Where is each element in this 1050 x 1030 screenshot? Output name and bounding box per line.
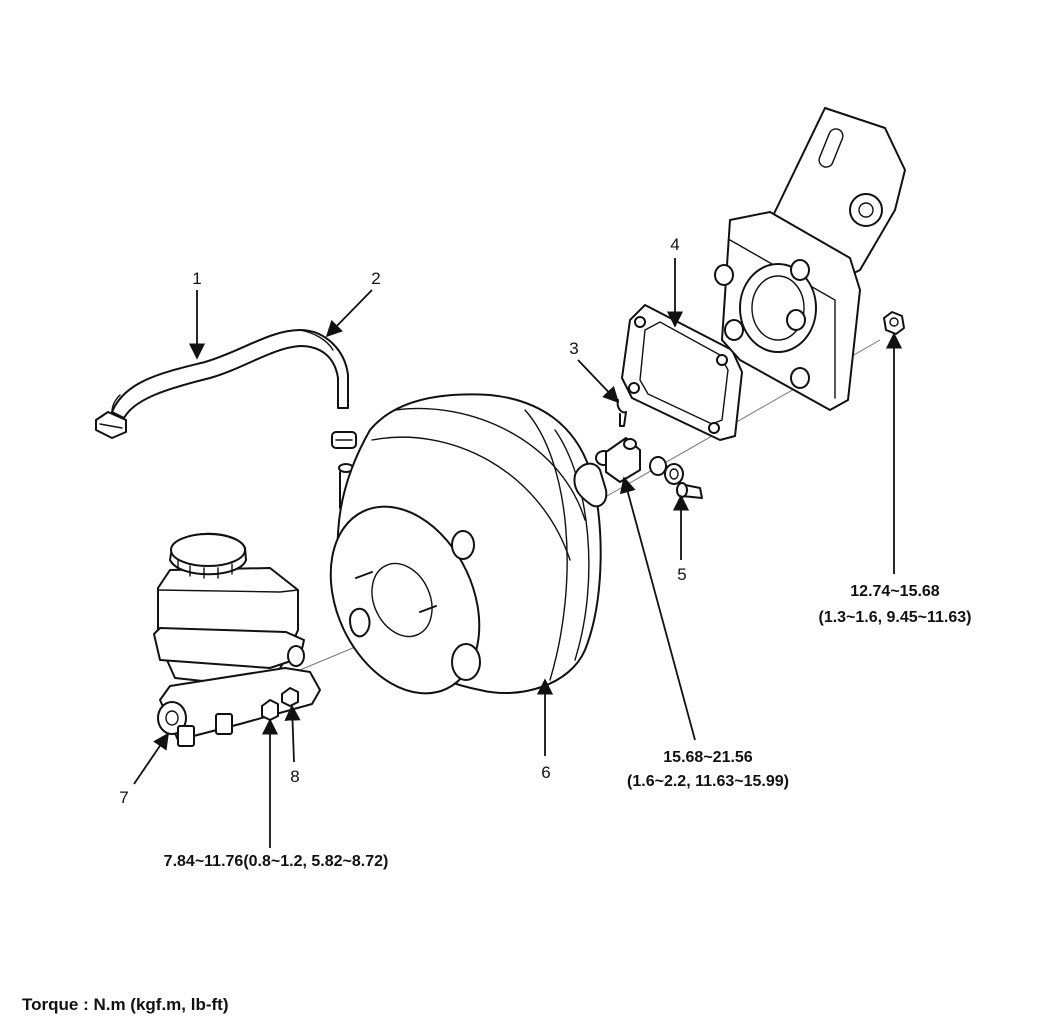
push-rod-clevis	[605, 437, 641, 483]
torque-clevis-alt: (1.6~2.2, 11.63~15.99)	[627, 773, 789, 790]
leader-lines	[133, 258, 903, 848]
bracket-nut	[883, 311, 905, 335]
callout-6: 6	[541, 763, 550, 782]
master-cylinder-nuts	[261, 687, 299, 721]
master-cylinder	[153, 532, 321, 747]
callout-8: 8	[290, 767, 299, 786]
torque-bracket-nut-value: 12.74~15.68	[850, 583, 940, 600]
bracket-studs	[714, 259, 810, 389]
torque-bracket-nut-alt: (1.3~1.6, 9.45~11.63)	[818, 609, 971, 626]
torque-clevis-value: 15.68~21.56	[663, 749, 753, 766]
clevis-washers	[649, 456, 684, 485]
torque-master-cylinder-nut: 7.84~11.76(0.8~1.2, 5.82~8.72)	[164, 853, 389, 870]
torque-specs: 12.74~15.68 (1.3~1.6, 9.45~11.63) 15.68~…	[164, 583, 972, 870]
vacuum-hose	[111, 329, 349, 419]
callout-1: 1	[192, 269, 201, 288]
clevis-bolt	[676, 482, 703, 499]
reservoir-cap	[169, 532, 247, 579]
torque-units-legend: Torque : N.m (kgf.m, lb-ft)	[22, 995, 229, 1014]
booster-mounting-bracket	[714, 107, 906, 411]
callout-3: 3	[569, 339, 578, 358]
callout-7: 7	[119, 788, 128, 807]
callout-5: 5	[677, 565, 686, 584]
callout-labels: 1 2 3 4 5 6 7 8	[119, 235, 686, 807]
hose-clamp-right	[331, 431, 357, 449]
hose-clamp-left	[95, 411, 127, 439]
cylinder-body	[157, 645, 321, 747]
reservoir	[153, 567, 305, 689]
callout-2: 2	[371, 269, 380, 288]
brake-booster	[329, 393, 613, 695]
callout-4: 4	[670, 235, 679, 254]
split-pin	[616, 399, 627, 427]
